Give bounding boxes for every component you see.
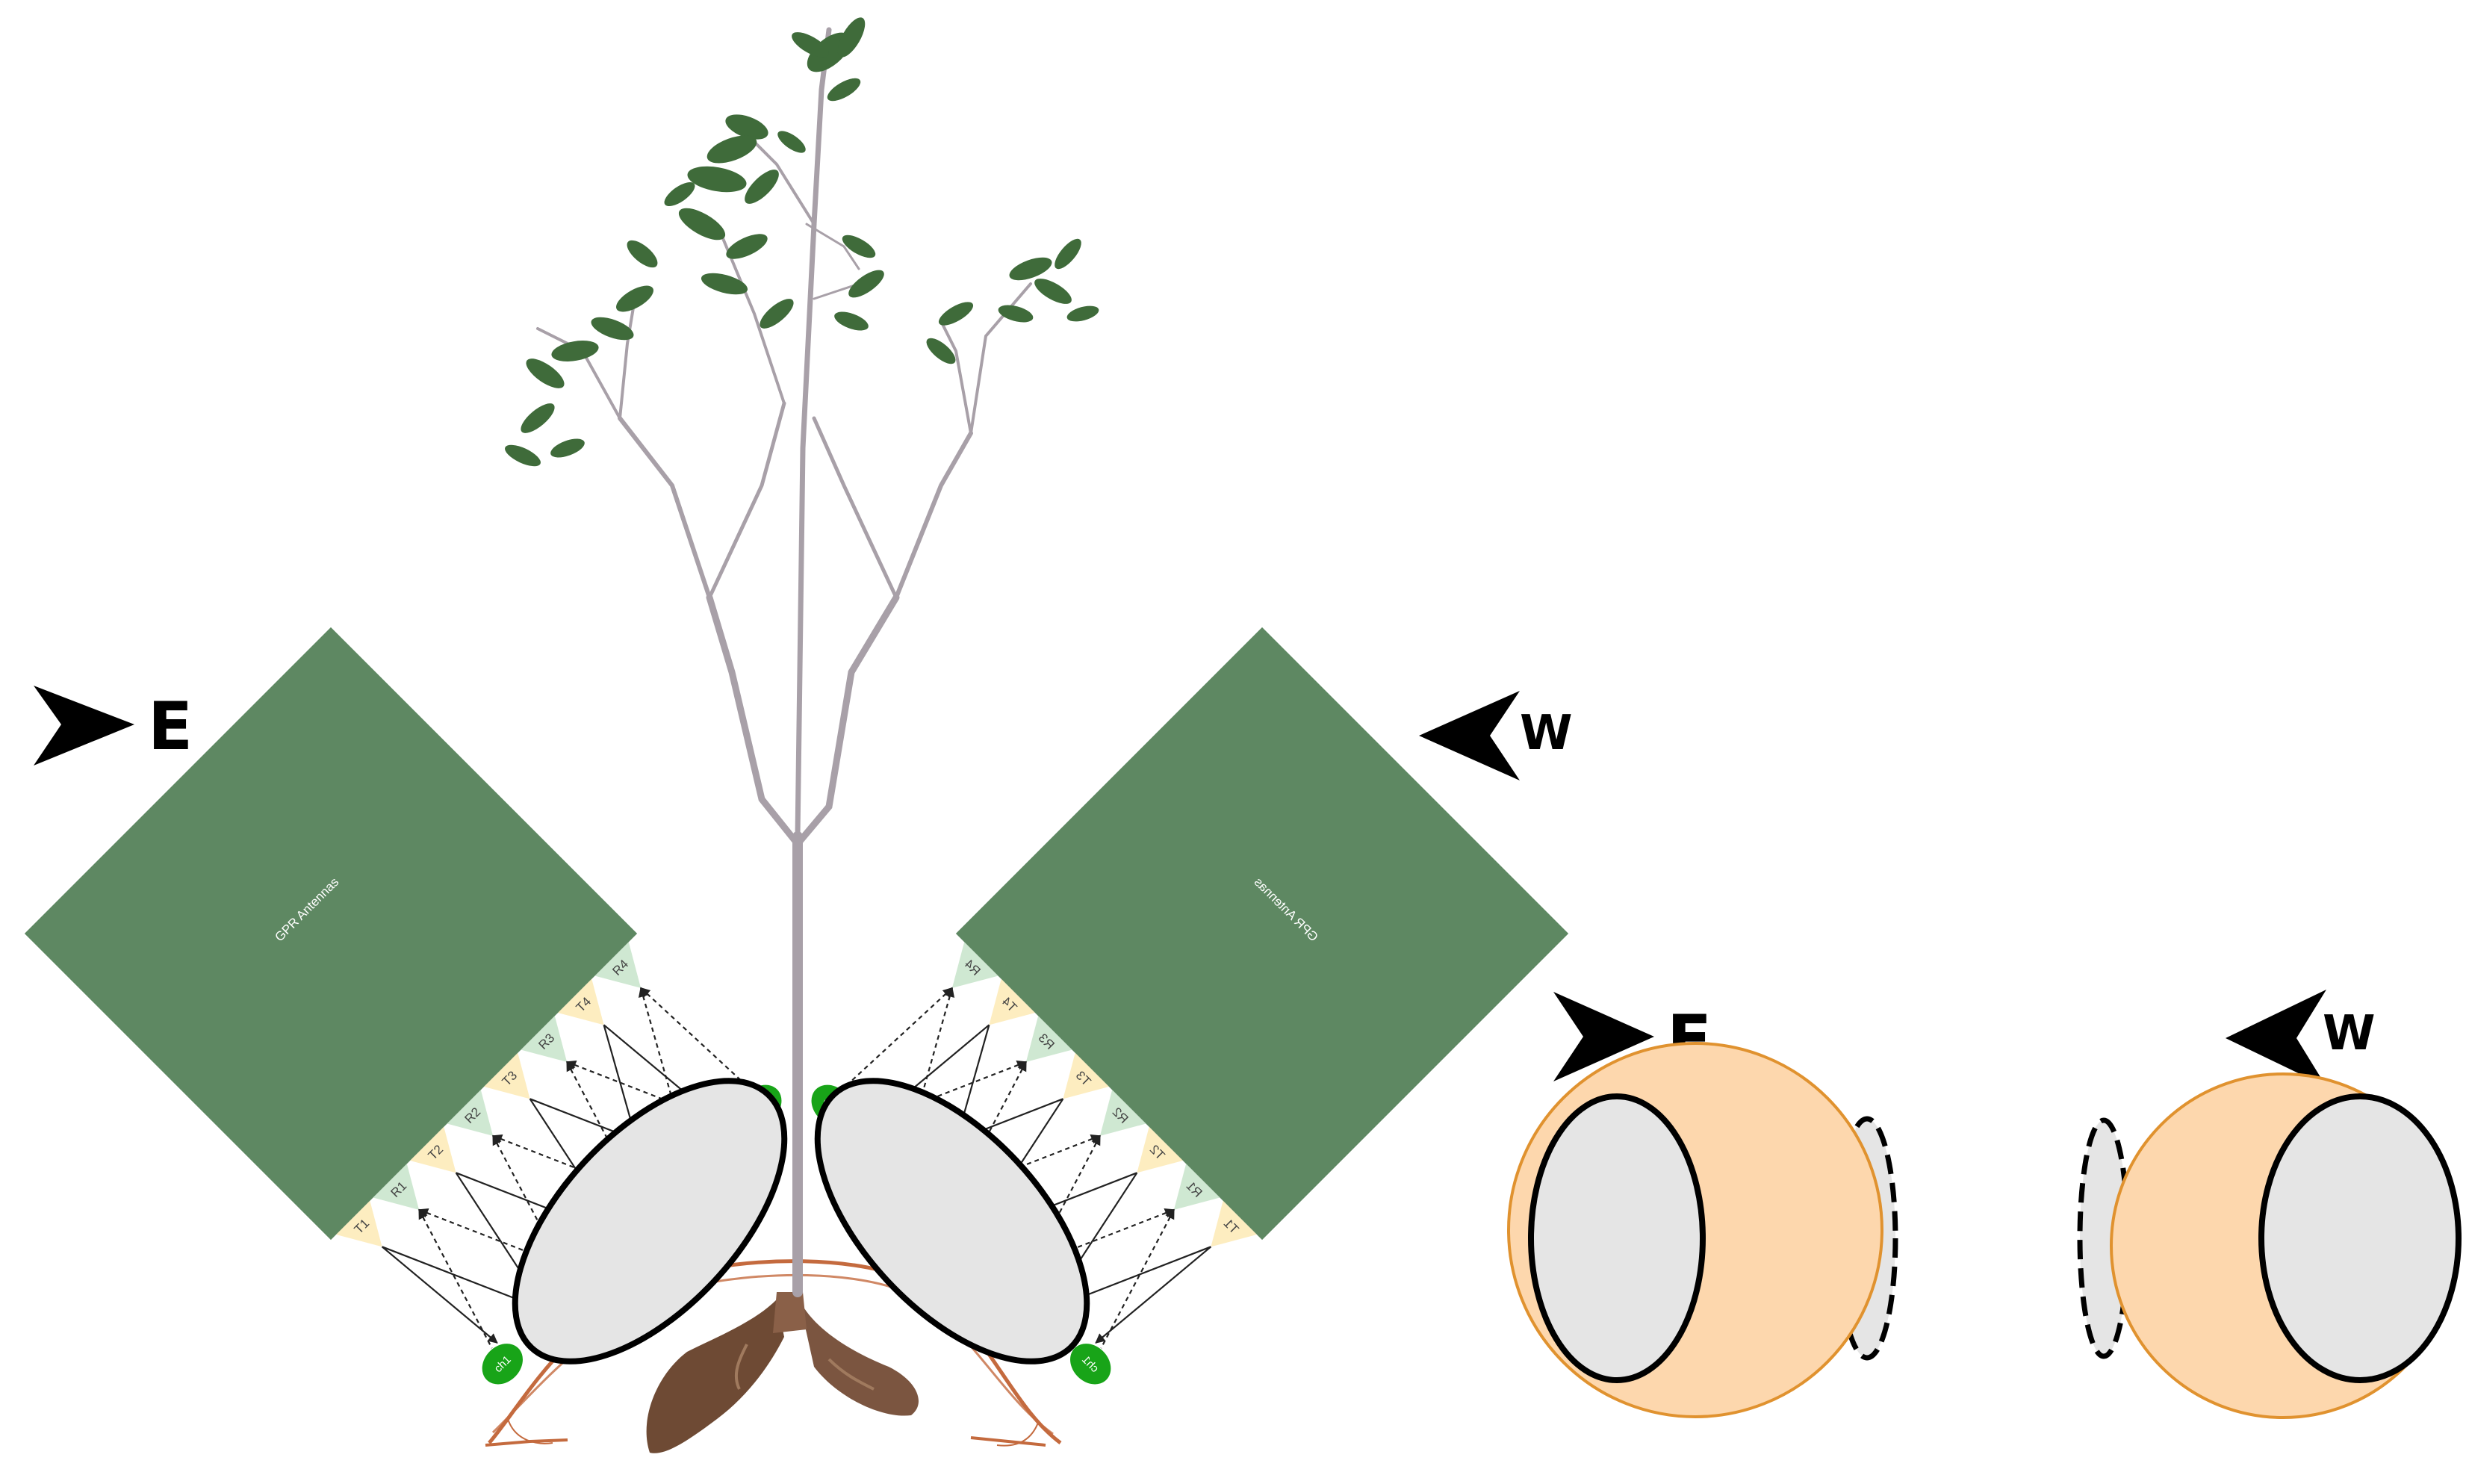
direction-label: E (148, 688, 193, 765)
receiver-r4: R4 (951, 942, 998, 988)
transmitter-t1: T1 (1211, 1200, 1257, 1247)
arrowhead-icon (1419, 691, 1520, 780)
receiver-r1: R1 (1173, 1164, 1220, 1210)
transmitter-t1: T1 (336, 1200, 382, 1247)
foliage (505, 17, 1099, 467)
cross-section-west (2077, 1072, 2462, 1419)
direction-marker-bottom-right: W (2226, 990, 2376, 1087)
transmitter-t4: T4 (989, 978, 1035, 1025)
receiver-r2: R2 (1099, 1090, 1146, 1136)
receiver-r3: R3 (1025, 1016, 1072, 1062)
receiver-r4: R4 (594, 942, 642, 988)
stem-and-branches (536, 27, 1032, 1297)
channel-dot-icon: ch1 (1070, 1344, 1111, 1385)
receiver-r1: R1 (373, 1164, 420, 1210)
arrowhead-icon (2226, 990, 2326, 1087)
transmitter-t2: T2 (1137, 1126, 1183, 1173)
scan-face (1528, 1093, 1706, 1383)
antenna-panel (955, 627, 1569, 1241)
transmitter-t2: T2 (410, 1126, 456, 1173)
arrowhead-icon (1553, 992, 1654, 1081)
transmitter-t3: T3 (484, 1052, 530, 1099)
direction-label: W (2323, 1006, 2376, 1061)
root-scan-ellipse-left (512, 1078, 788, 1365)
direction-marker-top-right: W (1419, 691, 1573, 780)
arrowhead-icon (34, 686, 134, 766)
receiver-r2: R2 (447, 1090, 494, 1136)
direction-marker-top-left: E (34, 686, 193, 766)
direction-label: W (1520, 706, 1573, 761)
cross-section-east (1507, 1042, 1898, 1418)
sapling-illustration (485, 17, 1099, 1453)
taproot (646, 1292, 919, 1453)
transmitter-t4: T4 (558, 978, 604, 1025)
scan-face (2258, 1093, 2462, 1383)
antenna-elements: T1 R1 T2 R2 T3 R3 T4 R4 (951, 942, 1257, 1247)
channel-dot-icon: ch1 (482, 1344, 523, 1385)
signal-paths (842, 987, 1212, 1349)
root-scan-ellipse-right (814, 1078, 1090, 1365)
antenna-panel (24, 627, 638, 1241)
transmitter-t3: T3 (1063, 1052, 1109, 1099)
antenna-elements: T1 R1 T2 R2 T3 R3 (336, 942, 642, 1247)
receiver-r3: R3 (521, 1016, 568, 1062)
